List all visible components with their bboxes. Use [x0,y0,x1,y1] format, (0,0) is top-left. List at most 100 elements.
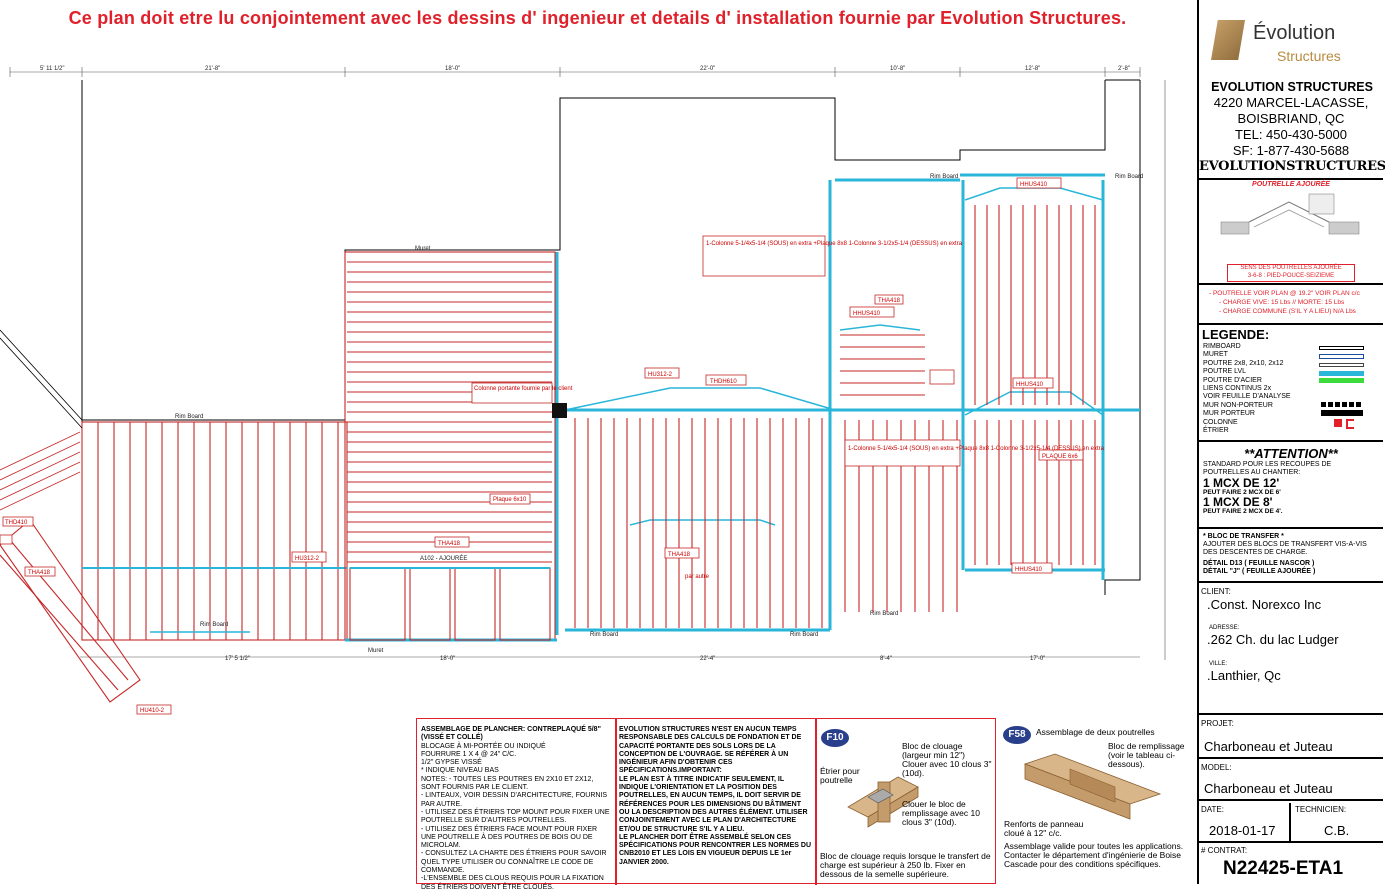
svg-text:5' 11 1/2": 5' 11 1/2" [40,66,65,72]
svg-text:10'-8": 10'-8" [890,66,905,72]
svg-text:17'-0": 17'-0" [1030,656,1045,662]
contract-cell: # CONTRAT: N22425-ETA1 [1199,845,1383,884]
label-plaque: PLAQUE 6x6 [1042,454,1078,460]
f58-caption: Assemblage valide pour toutes les applic… [1004,841,1184,869]
logo-line1: Évolution [1253,22,1336,44]
logo-mark-icon [1211,20,1245,60]
legend-item-0: RIMBOARD [1203,343,1241,350]
company-name: EVOLUTION STRUCTURES [1211,80,1373,94]
project-label: PROJET: [1201,719,1234,728]
company-address1: 4220 MARCEL-LACASSE, [1213,95,1369,110]
notes2-line-1: LE PLAN EST À TITRE INDICATIF SEULEMENT,… [619,775,808,833]
label-hhus410-bot: HHUS410 [1015,567,1043,573]
label-hhus410-mid: HHUS410 [853,311,881,317]
legend-item-8: MUR PORTEUR [1203,410,1255,418]
label-tha418-c: THA418 [668,552,691,558]
label-muret-top: Muret [415,246,431,252]
notes1-line-4: NOTES: - TOUTES LES POUTRES EN 2X10 ET 2… [421,775,594,792]
svg-text:22'-0": 22'-0" [700,66,715,72]
company-cell: Évolution Structures EVOLUTION STRUCTURE… [1199,0,1385,180]
label-colonne-note-2: 1-Colonne 5-1/4x5-1/4 (SOUS) en extra +P… [848,446,1105,452]
swatch-colonne [1334,419,1342,427]
label-rim-left: Rim Board [175,414,203,420]
f58-detail: F58 Assemblage de deux poutrelles Bloc d… [1000,722,1196,882]
svg-text:17' 5 1/2": 17' 5 1/2" [225,656,250,662]
svg-text:12'-8": 12'-8" [1025,66,1040,72]
loads-cell: - POUTRELLE VOIR PLAN @ 19.2" VOIR PLAN … [1199,287,1383,325]
label-hu312: HU312-2 [648,372,673,378]
label-hhus410-top: HHUS410 [1020,182,1048,188]
joist-detail-title: POUTRELLE AJOURÉE [1252,181,1330,188]
label-rim-bottom-3: Rim Board [790,632,818,638]
swatch-acier [1319,378,1364,383]
address-label: ADRESSE: [1209,625,1240,631]
notes1-line-6: - UTILISEZ DES ÉTRIERS TOP MOUNT POUR FI… [421,808,610,825]
label-thdh610: THDH610 [710,379,737,385]
city-value: .Lanthier, Qc [1207,668,1281,683]
company-sf: SF: 1-877-430-5688 [1232,143,1350,158]
legend-cell: LEGENDE: RIMBOARD MURET POUTRE 2x8, 2x10… [1199,327,1383,442]
f58-illustration [1023,753,1162,820]
svg-text:2'-8": 2'-8" [1118,66,1130,72]
swatch-rimboard [1319,346,1364,350]
swatch-muret [1319,354,1364,359]
legend-item-3: POUTRE LVL [1203,368,1247,376]
date-cell: DATE: 2018-01-17 TECHNICIEN: C.B. [1199,803,1383,843]
label-hhus410-right: HHUS410 [1016,382,1044,388]
joist-caption-box [1227,264,1355,282]
swatch-nonporteur [1321,402,1363,407]
legend-item-5: LIENS CONTINUS 2x [1203,385,1272,393]
client-label: CLIENT: [1201,587,1231,596]
client-cell: CLIENT: .Const. Norexco Inc ADRESSE: .26… [1199,585,1383,715]
contract-value: N22425-ETA1 [1223,858,1344,879]
transfer-detail1: DÉTAIL D13 ( FEUILLE NASCOR ) [1203,560,1315,567]
client-value: .Const. Norexco Inc [1207,597,1322,612]
swatch-etrier [1346,419,1354,429]
loads-line2: - CHARGE VIVE: 15 Lbs // MORTE: 15 Lbs [1219,299,1345,306]
legend-item-10: ÉTRIER [1203,427,1229,435]
joist-detail-cell: POUTRELLE AJOURÉE SENS DES POUTRELLES AJ… [1199,181,1383,285]
svg-text:22'-4": 22'-4" [700,656,715,662]
label-tha418-b: THA418 [438,541,461,547]
model-value: Charboneau et Juteau [1204,781,1333,796]
label-rim-top-2: Rim Board [1115,174,1143,180]
label-colonne: Colonne portante fournie par le client [474,386,573,392]
notes1-line-2: 1/2" GYPSE VISSÉ [421,759,482,767]
attention-small1: PEUT FAIRE 2 MCX DE 6' [1203,489,1281,496]
notes1-line-3: * INDIQUE NIVEAU BAS [421,767,499,775]
legend-item-1: MURET [1203,351,1228,359]
transfer-detail2: DÉTAIL "J" ( FEUILLE AJOURÉE ) [1203,568,1316,575]
label-tha418-d: THA418 [28,570,51,576]
floor-plan-drawing: 5' 11 1/2" 21'-8" 18'-0" 22'-0" 10'-8" 1… [0,66,1166,715]
loads-line1: - POUTRELLE VOIR PLAN @ 19.2" VOIR PLAN … [1209,290,1360,297]
f10-detail: F10 Bloc de clouage (largeur min 12") Cl… [818,722,996,882]
label-plaque2: Plaque 6x10 [493,497,527,503]
notes1-line-8: - CONSULTEZ LA CHARTE DES ÉTRIERS POUR S… [421,850,607,875]
svg-text:18'-0": 18'-0" [445,66,460,72]
warning-banner: Ce plan doit etre lu conjointement avec … [68,8,1127,28]
joist-caption1: SENS DES POUTRELLES AJOURÉE [1240,265,1342,271]
date-label: DATE: [1201,805,1224,814]
logo-line2: Structures [1277,48,1341,64]
floor-assembly-notes: ASSEMBLAGE DE PLANCHER: CONTREPLAQUÉ 5/8… [421,726,613,892]
attention-big1: 1 MCX DE 12' [1203,476,1280,490]
legend-item-9: COLONNE [1203,418,1238,426]
legend-item-7: MUR NON-PORTEUR [1203,401,1273,409]
transfer-title: * BLOC DE TRANSFER * [1203,533,1284,540]
label-par-autre: par autre [685,574,710,580]
label-thd410: THD410 [5,520,28,526]
notes1-line-5: - LINTEAUX, VOIR DESSIN D'ARCHITECTURE, … [421,792,608,808]
model-cell: MODEL: Charboneau et Juteau [1199,761,1383,801]
company-address2: BOISBRIAND, QC [1237,111,1345,126]
project-value: Charboneau et Juteau [1204,739,1333,754]
label-rim-bottom-2: Rim Board [590,632,618,638]
model-label: MODEL: [1201,763,1232,772]
joist-detail-illustration [1220,193,1360,235]
f10-caption: Bloc de clouage requis lorsque le transf… [820,851,991,879]
title-block: Évolution Structures EVOLUTION STRUCTURE… [1197,0,1385,884]
f10-illustration [847,776,919,828]
label-ajouree: A102 - AJOURÉE [420,555,467,562]
city-label: VILLE: [1209,661,1228,667]
f58-title: Assemblage de deux poutrelles [1036,727,1155,737]
legend-title: LEGENDE: [1202,327,1270,342]
